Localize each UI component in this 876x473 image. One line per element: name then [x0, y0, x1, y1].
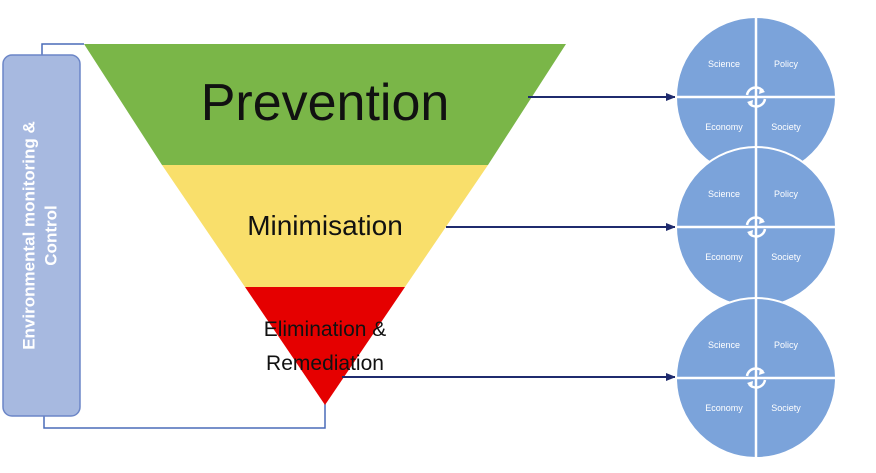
cycle-arrows-icon: [745, 367, 767, 389]
quadrant-label-bottom-left: Economy: [705, 122, 743, 132]
quadrant-label-top-left: Science: [708, 189, 740, 199]
tier-prevention: [84, 44, 566, 165]
tier-minimisation: [162, 165, 488, 287]
cycle-arrows-icon: [745, 86, 767, 108]
side-box: [2, 54, 81, 417]
connector-bracket: [41, 43, 84, 56]
tier-minimisation-label: Minimisation: [247, 210, 403, 241]
quadrant-label-bottom-left: Economy: [705, 252, 743, 262]
side-box-line2: Control: [42, 205, 61, 265]
cycle-arrows-icon: [745, 216, 767, 238]
connector-bracket-bottom: [43, 404, 326, 429]
tier-elimination-label-line2: Remediation: [266, 352, 384, 375]
tier-prevention-label: Prevention: [201, 74, 450, 132]
quadrant-label-bottom-right: Society: [771, 252, 801, 262]
side-box-text: Environmental monitoring & Control: [20, 121, 61, 350]
quadrant-label-bottom-right: Society: [771, 403, 801, 413]
quadrant-label-top-right: Policy: [774, 59, 799, 69]
side-box-line1: Environmental monitoring &: [20, 121, 39, 350]
quadrant-label-top-right: Policy: [774, 189, 799, 199]
tier-elimination-label-line1: Elimination &: [264, 318, 387, 341]
quadrant-label-bottom-right: Society: [771, 122, 801, 132]
quadrant-label-top-left: Science: [708, 340, 740, 350]
quadrant-label-top-right: Policy: [774, 340, 799, 350]
tier-elimination: [245, 287, 405, 405]
quadrant-label-bottom-left: Economy: [705, 403, 743, 413]
quadrant-label-top-left: Science: [708, 59, 740, 69]
